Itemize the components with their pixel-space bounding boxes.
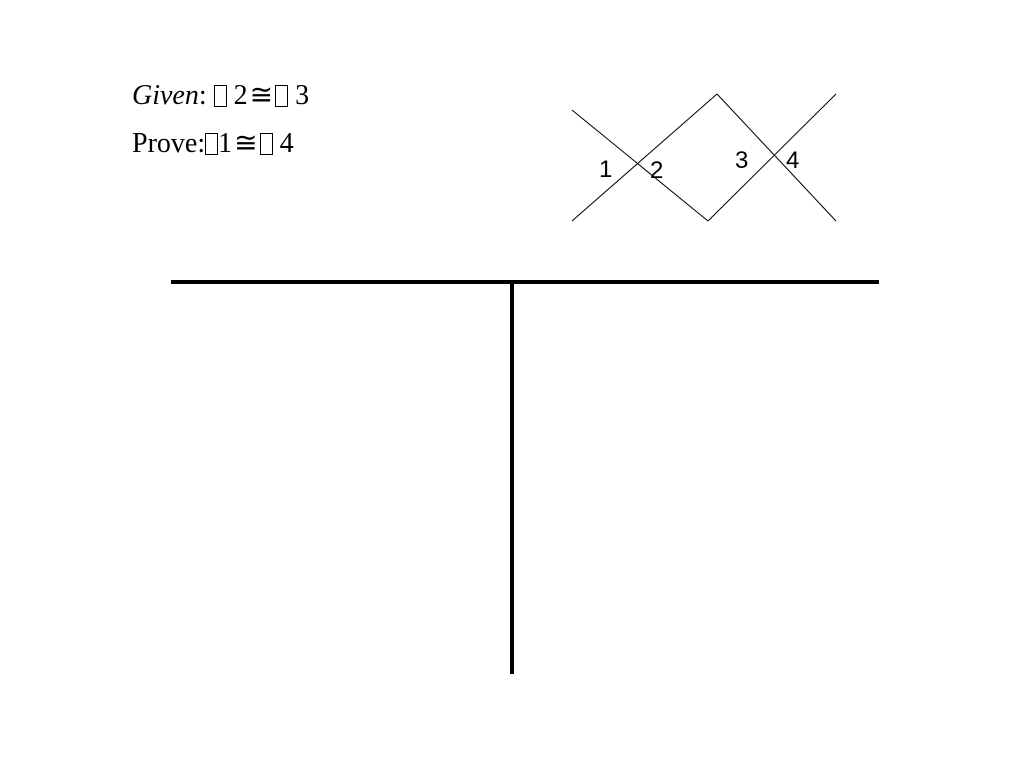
prove-colon: : xyxy=(197,128,206,159)
angle-label-1: 1 xyxy=(599,156,612,183)
angle-label-2: 2 xyxy=(650,157,663,184)
angle-symbol-icon xyxy=(205,133,219,155)
figure-line-left-down xyxy=(571,109,709,222)
proof-statements-column xyxy=(171,290,501,670)
congruent-symbol: ≅ xyxy=(234,128,258,159)
angle-symbol-icon xyxy=(275,85,289,107)
given-statement: Given: 2≅ 3 xyxy=(132,80,309,112)
prove-statement: Prove:1≅ 4 xyxy=(132,128,294,160)
given-colon: : xyxy=(198,80,207,111)
angle-symbol-icon xyxy=(213,85,227,107)
angle-label-4: 4 xyxy=(786,147,799,174)
prove-angle-a-number: 1 xyxy=(218,128,233,159)
figure-line-left-up xyxy=(571,93,718,222)
given-label: Given xyxy=(132,80,199,111)
prove-angle-b-number: 4 xyxy=(279,128,294,159)
prove-label: Prove xyxy=(132,128,198,159)
congruent-symbol: ≅ xyxy=(249,80,274,111)
figure-line-right-up xyxy=(707,93,837,222)
angle-label-3: 3 xyxy=(735,147,748,174)
given-angle-b-number: 3 xyxy=(295,80,310,111)
given-angle-a-number: 2 xyxy=(233,80,248,111)
figure-line-right-down xyxy=(716,93,837,222)
proof-reasons-column xyxy=(522,290,872,670)
angle-symbol-icon xyxy=(259,133,273,155)
